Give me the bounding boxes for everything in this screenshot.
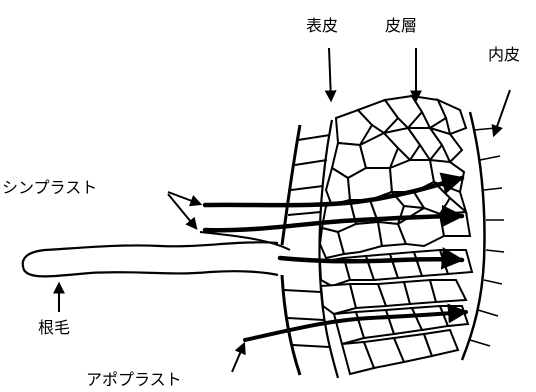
label-endodermis: 内皮 [488, 47, 520, 63]
label-cortex: 皮層 [385, 18, 417, 34]
epidermis-outer-wall [282, 125, 300, 375]
root-hair [23, 242, 278, 276]
label-root-hair: 根毛 [38, 320, 70, 336]
label-symplast: シンプラスト [2, 180, 97, 196]
label-apoplast: アポプラスト [86, 372, 182, 388]
cortex-cells [320, 96, 472, 374]
endodermis-cells [470, 128, 504, 346]
symplast-thin-paths [200, 232, 290, 250]
label-epidermis: 表皮 [306, 18, 338, 34]
